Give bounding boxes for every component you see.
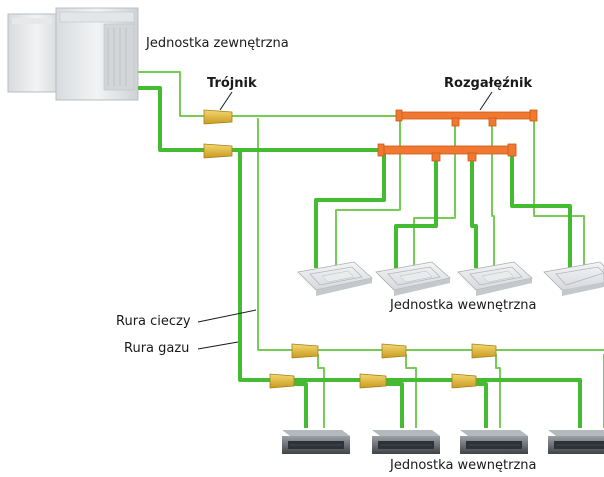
ducted-indoor-unit — [548, 430, 604, 454]
outdoor-unit-label: Jednostka zewnętrzna — [146, 36, 289, 51]
ceiling-cassette-icon — [375, 261, 451, 296]
header-manifold-icon — [377, 109, 538, 162]
ducted-indoor-unit — [282, 430, 350, 454]
ceiling-cassette-unit — [543, 261, 604, 296]
label-leaders — [197, 91, 493, 350]
gas-pipe-network — [138, 86, 582, 428]
ducted-indoor-unit — [460, 430, 528, 454]
ducted-unit-icon — [548, 430, 604, 454]
header-label: Rozgałęźnik — [444, 76, 533, 91]
liquid-pipe-label: Rura cieczy — [116, 314, 191, 329]
liquid-pipe-network — [138, 71, 604, 428]
ceiling-cassette-icon — [297, 261, 373, 296]
ducted-unit-icon — [282, 430, 350, 454]
outdoor-unit-icon — [7, 7, 139, 101]
ducted-unit-icon — [460, 430, 528, 454]
tee-label: Trójnik — [207, 76, 257, 91]
ducted-unit-icon — [372, 430, 440, 454]
gas-pipe-leader-line — [197, 341, 239, 350]
ceiling-cassette-unit — [297, 261, 373, 296]
gas-pipe-label: Rura gazu — [124, 341, 190, 356]
ceiling-cassette-icon — [543, 261, 604, 296]
ceiling-cassette-unit — [375, 261, 451, 296]
tee-leader-line — [219, 91, 233, 111]
indoor-units-duct-label: Jednostka wewnętrzna — [390, 458, 537, 473]
indoor-units-ceiling-label: Jednostka wewnętrzna — [390, 298, 537, 313]
header-leader-line — [479, 91, 493, 111]
ceiling-cassette-icon — [457, 261, 533, 296]
ceiling-cassette-unit — [457, 261, 533, 296]
ducted-indoor-unit — [372, 430, 440, 454]
tee-fitting-icon — [203, 109, 497, 389]
liquid-pipe-leader-line — [197, 309, 257, 323]
